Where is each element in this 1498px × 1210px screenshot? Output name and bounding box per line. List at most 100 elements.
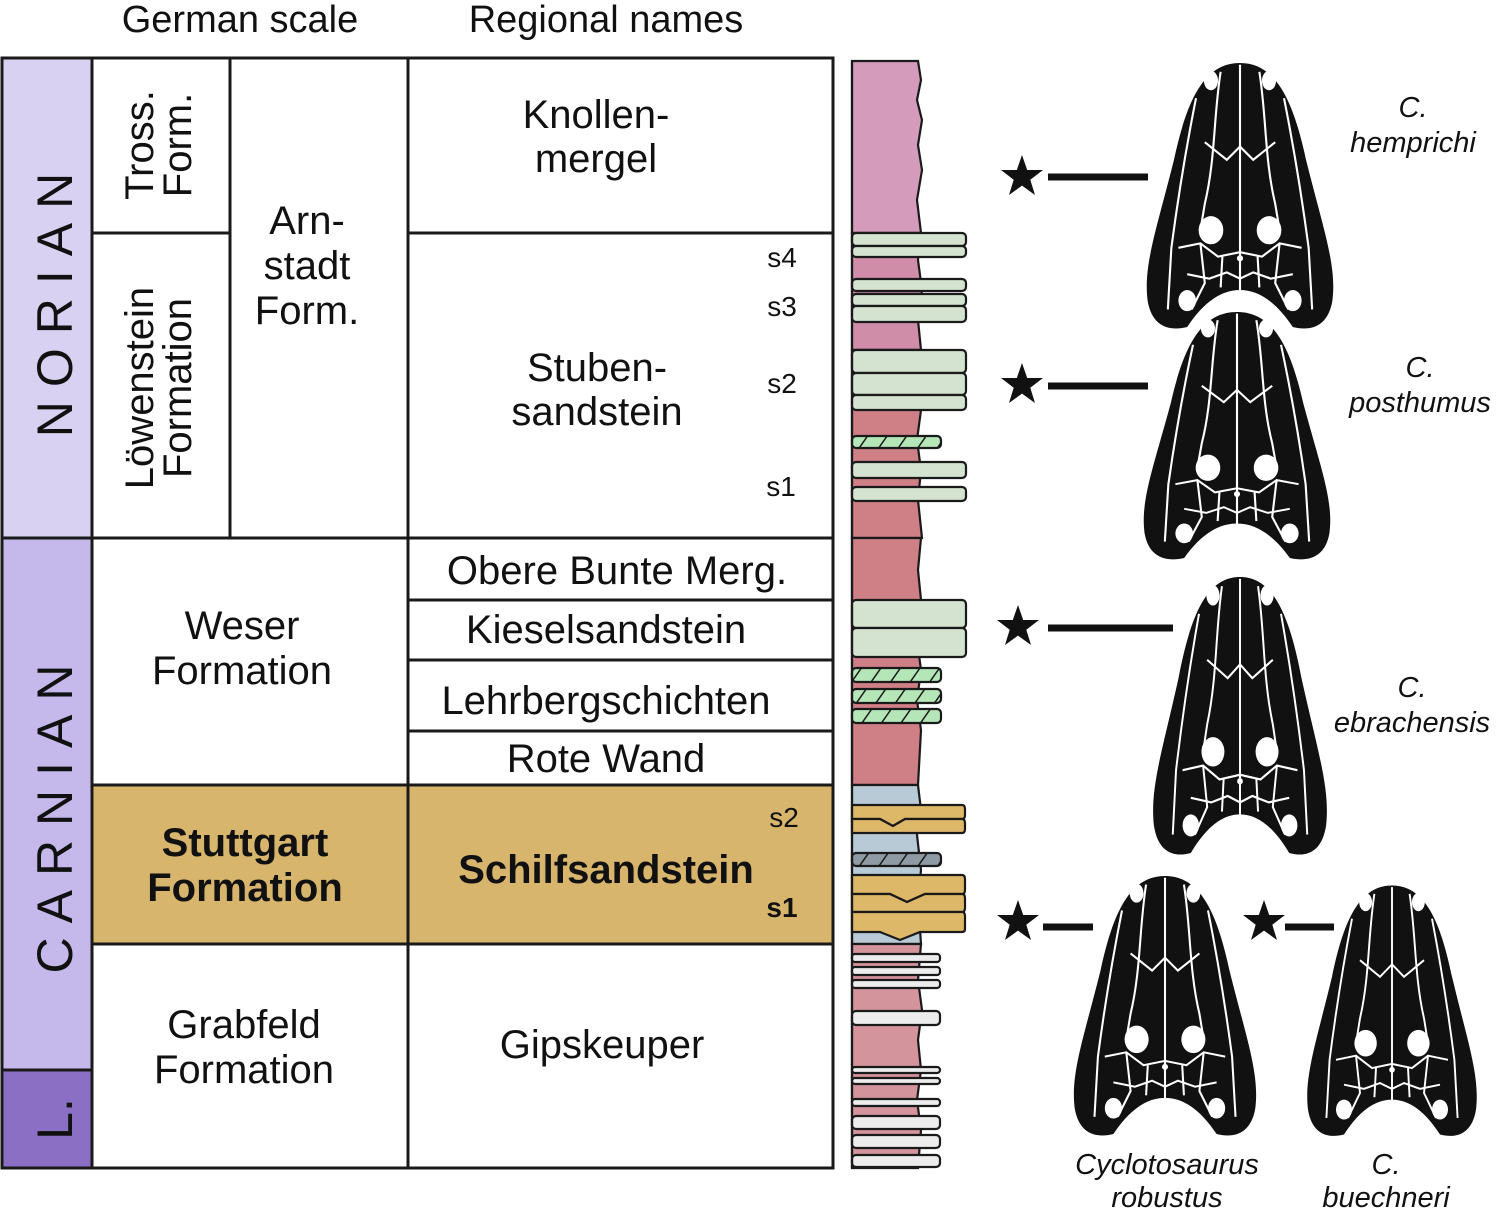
litho-gypsum-bed bbox=[850, 1065, 942, 1075]
litho-gypsum-bed bbox=[850, 952, 942, 964]
lehrbergschichten-label: Lehrbergschichten bbox=[441, 679, 770, 723]
species-label-buechneri: C. buechneri bbox=[1322, 1149, 1451, 1210]
litho-gypsum-bed bbox=[850, 1009, 942, 1027]
litho-lehrberg-bed bbox=[850, 687, 943, 705]
occurrence-marker-hemprichi bbox=[1001, 155, 1148, 195]
stubensandstein-unit-s4: s4 bbox=[767, 242, 797, 273]
litho-knollenmergel-mudstone bbox=[850, 59, 924, 235]
species-label-robustus: Cyclotosaurus robustus bbox=[1075, 1149, 1259, 1210]
skull-buechneri-icon bbox=[1306, 884, 1478, 1137]
occurrence-marker-ebrachensis bbox=[997, 605, 1173, 645]
svg-text:Weser: Weser bbox=[185, 604, 300, 648]
svg-text:Arn-: Arn- bbox=[269, 199, 345, 243]
weser-formation-label: Weser Formation bbox=[152, 604, 332, 693]
litho-lehrberg-bed bbox=[850, 666, 943, 684]
svg-text:robustus: robustus bbox=[1111, 1182, 1222, 1210]
skull-posthumus-icon bbox=[1142, 310, 1332, 561]
stubensandstein-unit-s2: s2 bbox=[767, 368, 797, 399]
loewenstein-formation-label: Löwenstein Formation bbox=[118, 287, 200, 489]
svg-text:Tross.: Tross. bbox=[118, 90, 162, 200]
lithologic-column bbox=[850, 59, 968, 1170]
litho-gypsum-bed bbox=[850, 1097, 942, 1108]
svg-text:Form.: Form. bbox=[255, 289, 359, 333]
stage-ladinian-label: L. bbox=[27, 1098, 83, 1140]
stage-carnian-cell bbox=[2, 538, 92, 1070]
species-label-ebrachensis: C. ebrachensis bbox=[1334, 672, 1490, 739]
litho-gypsum-bed bbox=[850, 1133, 942, 1150]
occurrence-marker-robustus bbox=[997, 900, 1093, 940]
litho-lehrberg-bed bbox=[850, 707, 943, 725]
litho-sandstone-bed bbox=[850, 393, 968, 412]
litho-schilfsandstein-s2-bed bbox=[850, 817, 967, 835]
skull-robustus-icon bbox=[1072, 874, 1258, 1137]
svg-text:Formation: Formation bbox=[147, 866, 343, 910]
litho-sandstone-bed bbox=[850, 244, 968, 259]
stuttgart-highlight bbox=[92, 785, 833, 944]
svg-text:stadt: stadt bbox=[264, 244, 351, 288]
svg-text:Löwenstein: Löwenstein bbox=[118, 287, 162, 489]
litho-hatched-gray-bed bbox=[850, 851, 943, 868]
litho-sandstone-bed bbox=[850, 277, 968, 293]
litho-gypsum-bed bbox=[850, 965, 942, 977]
svg-text:C.: C. bbox=[1372, 1149, 1401, 1181]
gipskeuper-label: Gipskeuper bbox=[500, 1023, 705, 1067]
stubensandstein-label: Stuben- sandstein bbox=[511, 346, 682, 434]
arnstadt-formation-label: Arn- stadt Form. bbox=[255, 199, 359, 333]
skull-ebrachensis-icon bbox=[1152, 575, 1328, 856]
svg-text:Formation: Formation bbox=[156, 298, 200, 478]
svg-text:posthumus: posthumus bbox=[1348, 387, 1491, 419]
svg-text:Formation: Formation bbox=[154, 1048, 334, 1092]
litho-hatched-bed bbox=[850, 434, 943, 450]
litho-gypsum-bed bbox=[850, 1076, 942, 1086]
svg-text:mergel: mergel bbox=[535, 137, 657, 181]
svg-text:Knollen-: Knollen- bbox=[523, 93, 670, 137]
svg-text:Grabfeld: Grabfeld bbox=[167, 1003, 320, 1047]
schilfsandstein-unit-s2: s2 bbox=[769, 802, 799, 833]
kieselsandstein-label: Kieselsandstein bbox=[466, 608, 746, 652]
grabfeld-formation-label: Grabfeld Formation bbox=[154, 1003, 334, 1092]
star-icon bbox=[1001, 155, 1043, 195]
litho-sandstone-bed bbox=[850, 304, 968, 324]
star-icon bbox=[997, 605, 1039, 645]
obere-bunte-mergel-label: Obere Bunte Merg. bbox=[447, 549, 787, 593]
svg-text:ebrachensis: ebrachensis bbox=[1334, 707, 1490, 739]
skull-hemprichi-icon bbox=[1145, 61, 1335, 330]
header-regional-names: Regional names bbox=[469, 0, 744, 41]
stage-carnian-label: CARNIAN bbox=[27, 650, 83, 973]
svg-text:C.: C. bbox=[1406, 352, 1435, 384]
species-label-posthumus: C. posthumus bbox=[1348, 352, 1491, 419]
litho-sandstone-bed bbox=[850, 292, 968, 308]
tross-formation-label: Tross. Form. bbox=[118, 90, 200, 200]
occurrence-marker-posthumus bbox=[1001, 363, 1148, 403]
species-label-hemprichi: C. hemprichi bbox=[1350, 92, 1477, 159]
stuttgart-formation-label: Stuttgart Formation bbox=[147, 821, 343, 910]
litho-gypsum-bed bbox=[850, 978, 942, 990]
stage-ladinian-cell bbox=[2, 1070, 92, 1168]
litho-gypsum-bed bbox=[850, 1153, 942, 1169]
svg-text:C.: C. bbox=[1398, 672, 1427, 704]
litho-schilfsandstein-s1-bed bbox=[850, 910, 967, 942]
litho-gypsum-bed bbox=[850, 1114, 942, 1131]
svg-text:Stuben-: Stuben- bbox=[527, 346, 667, 390]
rote-wand-label: Rote Wand bbox=[507, 737, 706, 781]
svg-text:Stuttgart: Stuttgart bbox=[162, 821, 329, 865]
litho-kieselsandstein-bed bbox=[850, 626, 968, 659]
star-icon bbox=[1243, 900, 1285, 940]
svg-text:hemprichi: hemprichi bbox=[1350, 127, 1477, 159]
svg-text:Form.: Form. bbox=[156, 93, 200, 197]
litho-sandstone-bed bbox=[850, 485, 968, 503]
schilfsandstein-label: Schilfsandstein bbox=[458, 848, 754, 892]
stubensandstein-unit-s3: s3 bbox=[767, 291, 797, 322]
litho-sandstone-bed bbox=[850, 460, 968, 480]
litho-kieselsandstein-bed bbox=[850, 598, 968, 630]
svg-text:sandstein: sandstein bbox=[511, 390, 682, 434]
svg-text:Cyclotosaurus: Cyclotosaurus bbox=[1075, 1149, 1259, 1181]
knollenmergel-label: Knollen- mergel bbox=[523, 93, 670, 181]
occurrence-marker-buechneri bbox=[1243, 900, 1334, 940]
litho-sandstone-bed bbox=[850, 371, 968, 397]
svg-text:buechneri: buechneri bbox=[1322, 1182, 1451, 1210]
litho-weser-mudstone bbox=[850, 536, 923, 787]
litho-sandstone-bed bbox=[850, 231, 968, 248]
schilfsandstein-unit-s1: s1 bbox=[766, 892, 797, 923]
